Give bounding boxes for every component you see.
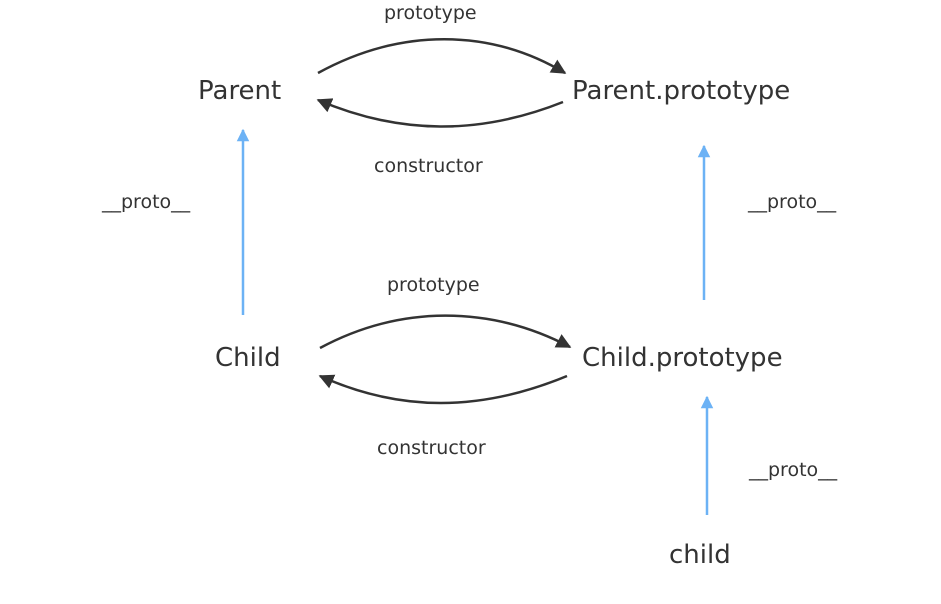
node-parent-prototype: Parent.prototype <box>572 76 791 106</box>
node-child-instance: child <box>669 540 731 570</box>
label-right-proto: __proto__ <box>748 191 837 213</box>
node-child-prototype: Child.prototype <box>582 343 783 373</box>
label-instance-proto: __proto__ <box>749 459 838 481</box>
label-top-constructor: constructor <box>374 155 483 177</box>
label-bottom-constructor: constructor <box>377 437 486 459</box>
node-parent: Parent <box>198 76 282 106</box>
label-bottom-prototype: prototype <box>387 274 480 296</box>
arrow-child-to-child-prototype <box>319 314 572 350</box>
label-left-proto: __proto__ <box>102 191 191 213</box>
arrow-parent-prototype-to-parent <box>316 98 564 128</box>
label-top-prototype: prototype <box>384 2 477 24</box>
arrow-parent-to-parent-prototype <box>317 38 567 75</box>
node-child: Child <box>215 343 281 373</box>
arrow-child-prototype-to-child <box>318 374 568 405</box>
